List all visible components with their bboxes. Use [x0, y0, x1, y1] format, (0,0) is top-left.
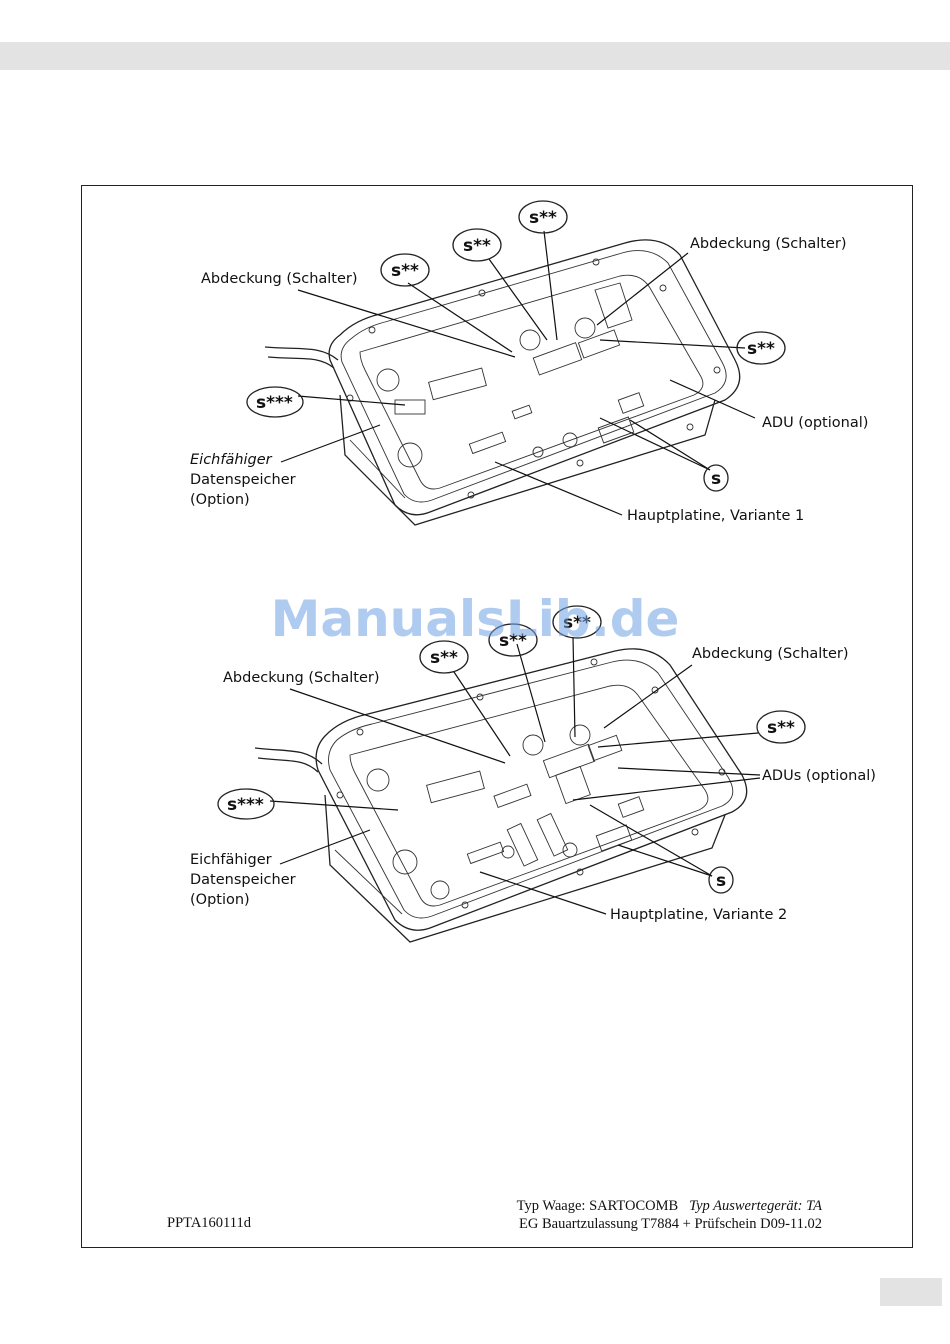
- approval-line-1: Typ Waage: SARTOCOMB Typ Auswertegerät: …: [517, 1197, 822, 1215]
- seal-s2a-2: s**: [430, 648, 458, 668]
- housing-drawing-1: [264, 239, 741, 526]
- seal-s2d-2: s**: [767, 718, 795, 738]
- approval-info: Typ Waage: SARTOCOMB Typ Auswertegerät: …: [517, 1197, 822, 1233]
- document-code: PPTA160111d: [167, 1215, 251, 1231]
- approval-line-2: EG Bauartzulassung T7884 + Prüfschein D0…: [519, 1216, 822, 1232]
- housing-drawing-2: [254, 648, 748, 943]
- seal-s2a-1: s**: [391, 261, 419, 281]
- header-bar: [0, 42, 950, 70]
- label-abdeckung-left-2: Abdeckung (Schalter): [223, 670, 380, 686]
- seal-s3-2: s***: [227, 795, 264, 815]
- label-eich-1-line1: Eichfähiger: [190, 452, 273, 468]
- label-abdeckung-right-2: Abdeckung (Schalter): [692, 646, 849, 662]
- label-abdeckung-right-1: Abdeckung (Schalter): [690, 236, 847, 252]
- seal-s2c-2: s**: [563, 613, 591, 633]
- evaluator-type: Typ Auswertegerät: TA: [689, 1198, 822, 1214]
- seal-s2b-1: s**: [463, 236, 491, 256]
- seal-s2d-1: s**: [747, 339, 775, 359]
- seal-s-1: s: [711, 469, 721, 489]
- label-adu-1: ADU (optional): [762, 415, 868, 431]
- figure-frame: [81, 185, 913, 1248]
- leaders-1: [280, 230, 756, 516]
- page-tab: [880, 1278, 942, 1306]
- label-eich-1-line2: Datenspeicher: [190, 472, 296, 488]
- seal-s2c-1: s**: [529, 208, 557, 228]
- leaders-2: [269, 636, 761, 915]
- label-eich-2-line3: (Option): [190, 892, 250, 908]
- scale-type: Typ Waage: SARTOCOMB: [516, 1198, 679, 1214]
- label-eich-2-line1: Eichfähiger: [190, 852, 272, 868]
- label-hauptplatine-1: Hauptplatine, Variante 1: [627, 508, 804, 524]
- label-hauptplatine-2: Hauptplatine, Variante 2: [610, 907, 787, 923]
- label-abdeckung-left-1: Abdeckung (Schalter): [201, 271, 358, 287]
- seal-s3-1: s***: [256, 393, 293, 413]
- seal-s2b-2: s**: [499, 631, 527, 651]
- seal-ellipses: [217, 200, 806, 894]
- label-adus-2: ADUs (optional): [762, 768, 876, 784]
- label-eich-1-line3: (Option): [190, 492, 250, 508]
- label-eich-2-line2: Datenspeicher: [190, 872, 296, 888]
- watermark: ManualsLib.de: [270, 590, 680, 648]
- seal-s-2: s: [716, 871, 726, 891]
